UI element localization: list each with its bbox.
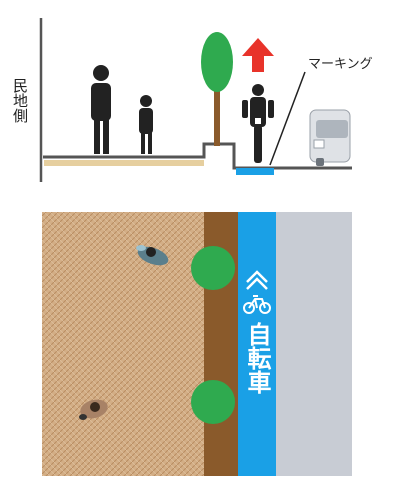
sidewalk-surface-strip	[44, 160, 204, 166]
bike-lane	[238, 212, 276, 476]
marking-leader-line	[269, 71, 306, 166]
lane-text: 自転車	[243, 321, 271, 394]
marking-label: マーキング	[308, 57, 373, 72]
cyclist-icon	[242, 84, 274, 163]
pedestrian-top-icon	[136, 245, 169, 266]
carriageway	[276, 212, 352, 476]
side-label: 民地側	[11, 78, 29, 123]
cross-section: 民地側	[11, 18, 373, 182]
direction-arrow-icon	[242, 38, 274, 72]
sidewalk-area	[42, 212, 204, 476]
bicycle-icon	[243, 295, 271, 314]
tree-section-icon	[201, 32, 233, 146]
plan-view: 自転車	[42, 212, 352, 476]
pedestrian-top-icon	[79, 399, 108, 420]
car-icon	[309, 109, 351, 166]
tree-top-icon	[191, 380, 235, 424]
marking-blue-band	[236, 168, 274, 175]
pedestrian-child-icon	[139, 95, 153, 154]
double-chevron-icon	[246, 270, 268, 290]
pedestrian-adult-icon	[91, 65, 111, 154]
tree-top-icon	[191, 246, 235, 290]
